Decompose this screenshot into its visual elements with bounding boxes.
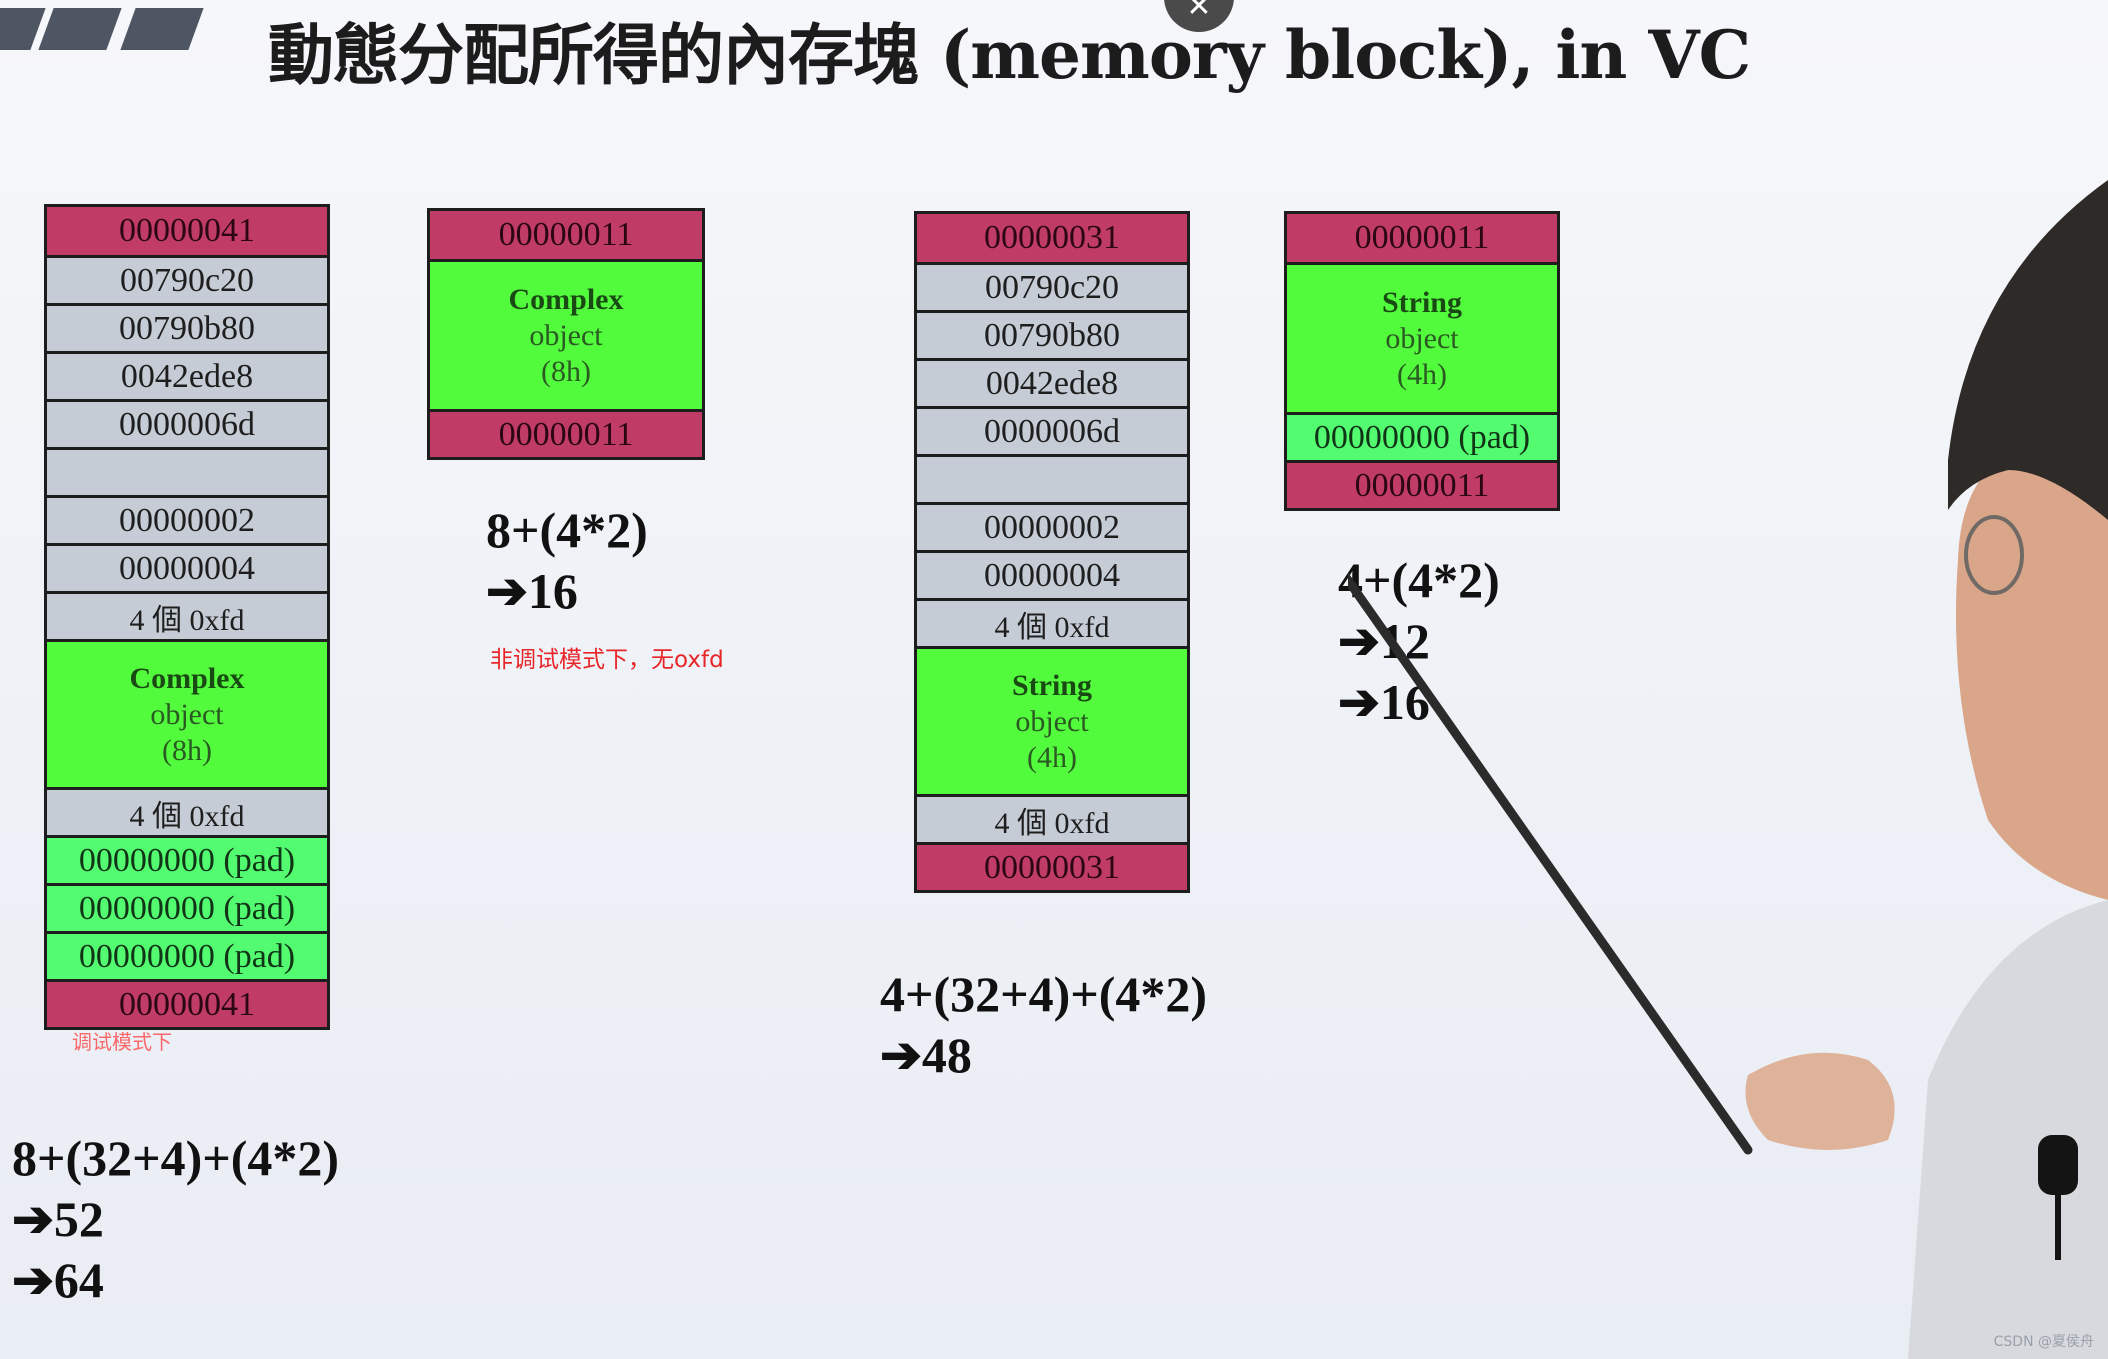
- debug-header-cell: 00000004: [47, 543, 327, 591]
- debug-header-cell: 00790b80: [917, 310, 1187, 358]
- slide-title: 動態分配所得的內存塊 (memory block), in VC: [268, 16, 1751, 94]
- fd-guard-cell: 4 個 0xfd: [47, 591, 327, 639]
- object-label: object: [529, 318, 603, 352]
- presenter-body: [1908, 900, 2108, 1359]
- object-size: (8h): [162, 733, 212, 767]
- fd-guard-cell: 4 個 0xfd: [47, 787, 327, 835]
- formula-string-release: 4+(4*2) ➔12 ➔16: [1338, 552, 1500, 730]
- pad-cell: 00000000 (pad): [47, 931, 327, 979]
- debug-header-cell: 00790c20: [917, 262, 1187, 310]
- object-size: (4h): [1027, 740, 1077, 774]
- debug-header-cell: 00000002: [917, 502, 1187, 550]
- formula-complex-debug: 8+(32+4)+(4*2) ➔52 ➔64: [12, 1130, 340, 1308]
- cookie-cell: 00000031: [917, 842, 1187, 890]
- microphone-icon: [2038, 1135, 2078, 1195]
- cookie-cell: 00000031: [917, 214, 1187, 262]
- presenter-face: [1956, 462, 2108, 900]
- debug-header-cell: 00000004: [917, 550, 1187, 598]
- formula-string-debug: 4+(32+4)+(4*2) ➔48: [880, 966, 1208, 1083]
- debug-header-cell: 00000002: [47, 495, 327, 543]
- presenter-hand: [1745, 1052, 1895, 1150]
- cookie-cell: 00000041: [47, 207, 327, 255]
- object-name: String: [1011, 668, 1092, 702]
- object-name: Complex: [508, 282, 624, 316]
- fd-guard-cell: 4 個 0xfd: [917, 794, 1187, 842]
- debug-header-cell: 00790c20: [47, 255, 327, 303]
- pad-cell: 00000000 (pad): [47, 835, 327, 883]
- object-name: Complex: [129, 661, 245, 695]
- formula-complex-release: 8+(4*2) ➔16: [486, 502, 648, 619]
- header-stripe: [120, 8, 204, 50]
- debug-header-cell: 00790b80: [47, 303, 327, 351]
- object-label: object: [1385, 321, 1459, 355]
- fd-guard-cell: 4 個 0xfd: [917, 598, 1187, 646]
- cookie-cell: 00000041: [47, 979, 327, 1027]
- debug-header-cell: [47, 447, 327, 495]
- presenter-hair: [1948, 180, 2108, 520]
- pad-cell: 00000000 (pad): [1287, 412, 1557, 460]
- cookie-cell: 00000011: [1287, 214, 1557, 262]
- debug-header-cell: [917, 454, 1187, 502]
- pad-cell: 00000000 (pad): [47, 883, 327, 931]
- header-stripe: [38, 8, 122, 50]
- object-size: (4h): [1397, 357, 1447, 391]
- object-size: (8h): [541, 354, 591, 388]
- debug-header-cell: 0000006d: [47, 399, 327, 447]
- header-stripe: [0, 8, 46, 50]
- object-label: object: [1015, 704, 1089, 738]
- debug-header-cell: 0042ede8: [47, 351, 327, 399]
- cookie-cell: 00000011: [1287, 460, 1557, 508]
- release-mode-note: 非调试模式下，无oxfd: [490, 647, 724, 673]
- object-name: String: [1381, 285, 1462, 319]
- watermark: CSDN @夏侯舟: [1993, 1334, 2094, 1350]
- debug-header-cell: 0042ede8: [917, 358, 1187, 406]
- object-label: object: [150, 697, 224, 731]
- presenter-glasses-icon: [1964, 515, 2024, 595]
- cookie-cell: 00000011: [430, 409, 702, 457]
- cookie-cell: 00000011: [430, 211, 702, 259]
- debug-header-cell: 0000006d: [917, 406, 1187, 454]
- debug-mode-overlay: 调试模式下: [72, 1030, 172, 1054]
